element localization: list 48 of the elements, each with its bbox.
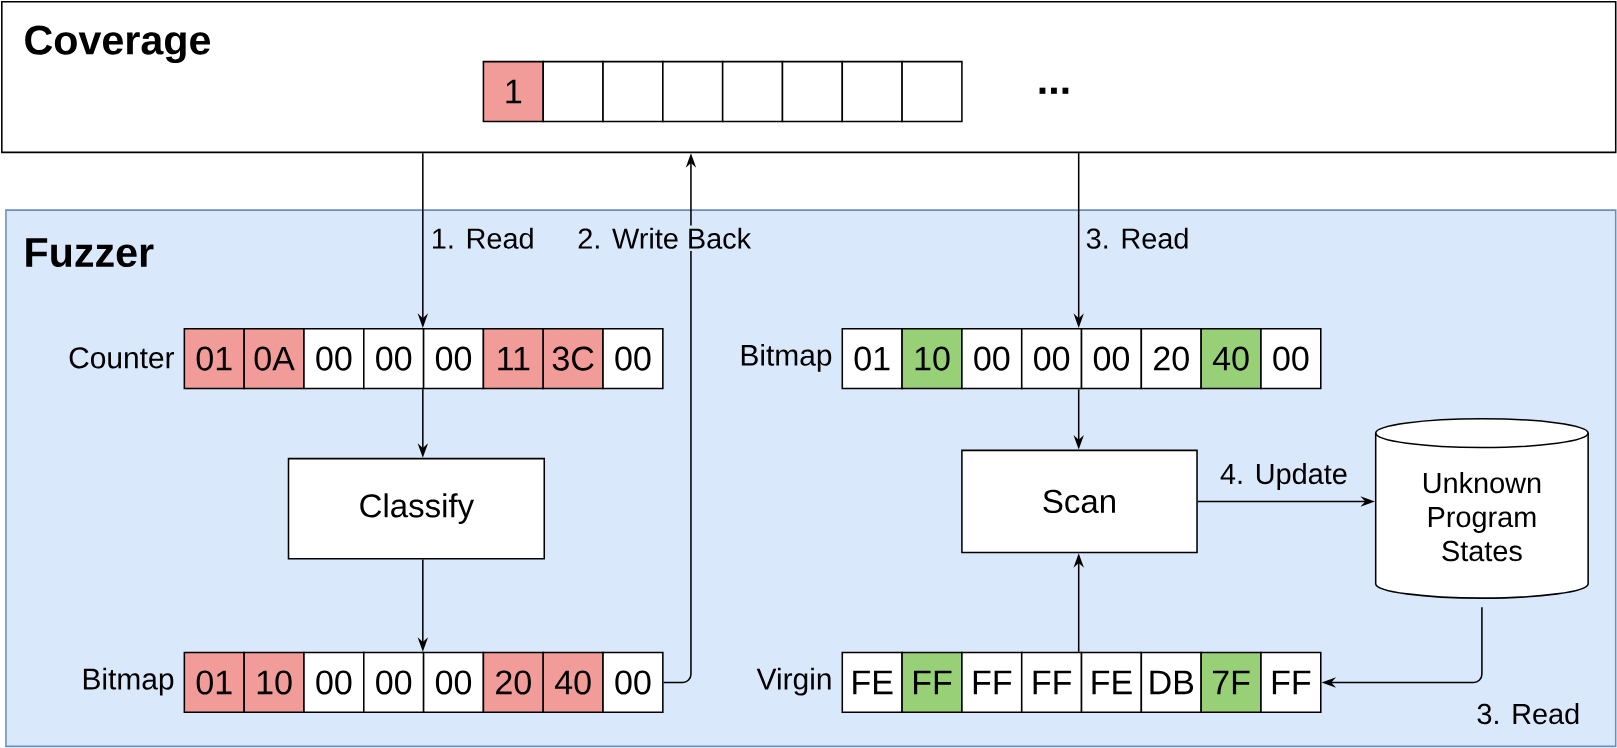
cell: 20: [1140, 328, 1202, 390]
process-box: Classify: [287, 458, 546, 560]
edge-label: 4. Update: [1217, 461, 1350, 493]
cell: 00: [961, 328, 1023, 390]
cell: 20: [482, 651, 544, 714]
cell: FE: [841, 651, 903, 714]
cell: 10: [901, 328, 963, 390]
cell: 0A: [243, 328, 305, 390]
cell: 40: [1200, 328, 1262, 390]
cell: 10: [243, 651, 305, 714]
row-label: Bitmap: [741, 344, 832, 372]
cell: 01: [183, 328, 245, 390]
cell: 00: [422, 328, 485, 390]
cell: 7F: [1200, 651, 1262, 714]
cell: FF: [1020, 651, 1083, 714]
edge-label: 3. Read: [1083, 225, 1192, 252]
cell: 00: [1260, 328, 1322, 390]
panel-title: Fuzzer: [26, 238, 154, 268]
cell: 00: [363, 328, 425, 390]
ellipsis: ...: [1039, 87, 1069, 94]
row-label: Bitmap: [83, 667, 174, 696]
cell: 3C: [542, 328, 604, 390]
edge-label: 1. Read: [428, 225, 537, 252]
cell: 01: [183, 651, 245, 714]
cell: 00: [1080, 328, 1143, 390]
cell: FF: [901, 651, 963, 714]
cell: 00: [422, 651, 485, 714]
cell: 11: [482, 328, 544, 390]
process-box: Scan: [961, 449, 1198, 554]
row-label: Counter: [69, 347, 175, 369]
cell: 00: [363, 651, 425, 714]
cell: 00: [1020, 328, 1083, 390]
row-label: Virgin: [756, 667, 831, 696]
edge-label: 3. Read: [1474, 701, 1583, 727]
panel-title: Coverage: [25, 25, 211, 64]
cell: DB: [1140, 651, 1202, 714]
cell: 00: [602, 328, 664, 390]
cell: 40: [542, 651, 604, 714]
database-cylinder: Unknown Program States: [1374, 418, 1589, 600]
edge-label: 2. Write Back: [575, 225, 754, 252]
cell: 00: [602, 651, 664, 714]
cell: FF: [1260, 651, 1322, 714]
cell: FF: [961, 651, 1023, 714]
cell: 00: [303, 328, 365, 390]
cell: 1: [482, 61, 544, 123]
cell: FE: [1080, 651, 1143, 714]
cell: 00: [303, 651, 365, 714]
cell: 01: [841, 328, 903, 390]
